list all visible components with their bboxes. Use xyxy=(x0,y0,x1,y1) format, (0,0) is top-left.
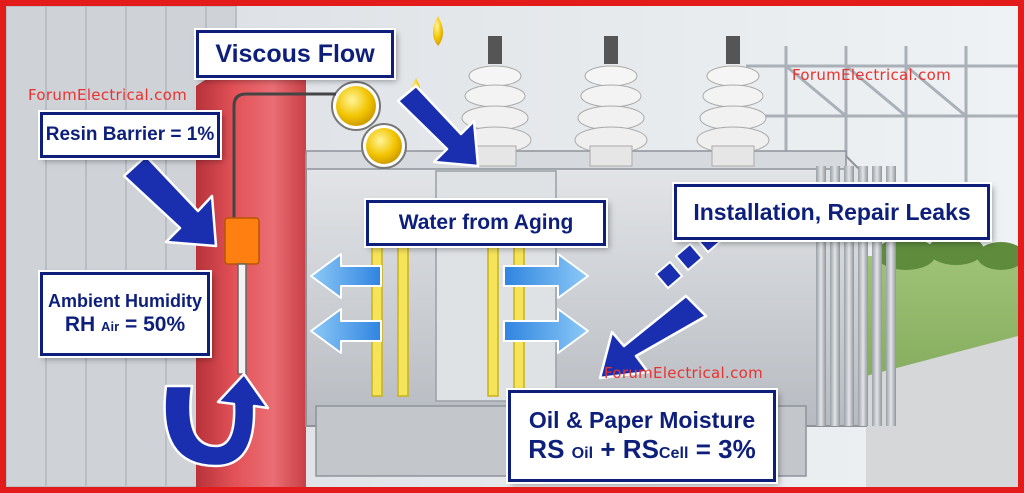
oil-paper-moisture-title: Oil & Paper Moisture xyxy=(528,406,756,433)
light-arrow-left-upper xyxy=(310,253,382,299)
rh-air-line: RH Air = 50% xyxy=(65,312,185,337)
watermark-top-right: ForumElectrical.com xyxy=(792,66,952,84)
rs-oil-text: RS xyxy=(528,434,565,465)
arrows-dark xyxy=(122,84,708,468)
cell-subscript: Cell xyxy=(658,444,689,463)
rh-value: = 50% xyxy=(124,313,186,337)
viscous-flow-text: Viscous Flow xyxy=(215,39,375,68)
oil-subscript: Oil xyxy=(571,444,594,463)
bushing-left xyxy=(458,36,532,167)
oil-paper-moisture-stack: Oil & Paper Moisture RS Oil + RSCell = 3… xyxy=(528,407,755,466)
ambient-humidity-label: Ambient Humidity RH Air = 50% xyxy=(40,272,210,356)
resin-barrier-label: Resin Barrier = 1% xyxy=(40,112,220,158)
moisture-sensor xyxy=(224,92,336,375)
rs-equation: RS Oil + RSCell = 3% xyxy=(528,434,755,465)
bushing-right xyxy=(696,36,770,167)
bushing-center xyxy=(574,36,648,167)
ambient-humidity-arrow xyxy=(163,372,270,468)
paper-insulation xyxy=(371,235,525,397)
watermark-top-left: ForumElectrical.com xyxy=(28,86,188,104)
resin-barrier-text: Resin Barrier = 1% xyxy=(45,124,215,145)
light-arrow-right-upper xyxy=(503,253,589,299)
plus-sign: + xyxy=(600,434,616,465)
oil-paper-moisture-label: Oil & Paper Moisture RS Oil + RSCell = 3… xyxy=(508,390,776,482)
oil-drops xyxy=(331,16,443,169)
watermark-center: ForumElectrical.com xyxy=(604,364,764,382)
installation-arrow xyxy=(598,294,708,380)
rs-cell-text: RS xyxy=(622,434,659,465)
radiator-fins xyxy=(816,166,896,426)
resin-barrier-arrow xyxy=(122,154,218,248)
water-from-aging-label: Water from Aging xyxy=(366,200,606,246)
ground-road xyxy=(866,336,1018,487)
water-from-aging-text: Water from Aging xyxy=(398,211,574,234)
ambient-humidity-stack: Ambient Humidity RH Air = 50% xyxy=(48,291,202,338)
air-subscript: Air xyxy=(101,319,120,335)
rh-text: RH xyxy=(64,313,96,337)
moisture-value: = 3% xyxy=(695,434,756,465)
viscous-flow-arrow xyxy=(396,84,480,168)
arrows-light xyxy=(310,253,589,354)
installation-repair-label: Installation, Repair Leaks xyxy=(674,184,990,240)
installation-repair-text: Installation, Repair Leaks xyxy=(693,198,971,225)
conservator-tank xyxy=(196,61,306,487)
light-arrow-left-lower xyxy=(310,308,382,354)
light-arrow-right-lower xyxy=(503,308,589,354)
ambient-humidity-title: Ambient Humidity xyxy=(47,290,202,311)
viscous-flow-label: Viscous Flow xyxy=(196,30,394,78)
